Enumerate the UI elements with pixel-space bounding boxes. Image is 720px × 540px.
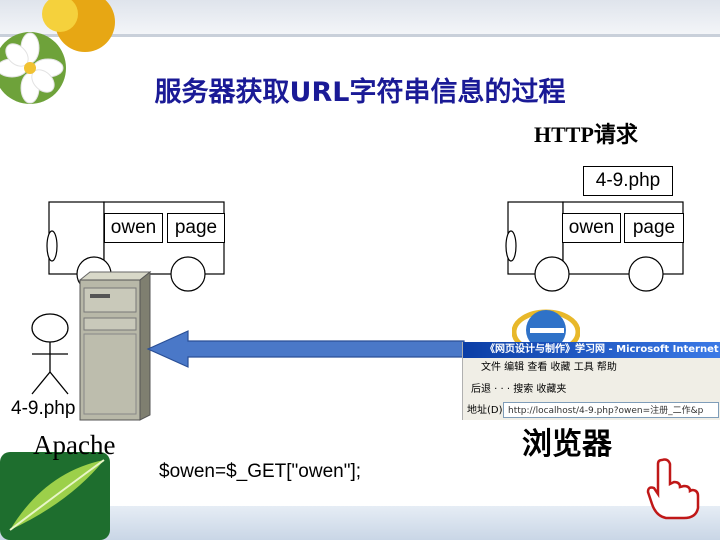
browser-address-input[interactable]: http://localhost/4-9.php?owen=注册_二作&p	[503, 402, 719, 418]
page-title: 服务器获取URL字符串信息的过程	[154, 77, 566, 108]
bottom-band	[0, 506, 720, 540]
browser-title-bar: 《网页设计与制作》学习网 - Microsoft Internet Ex	[463, 342, 720, 358]
browser-toolbar[interactable]: 后退 · · · 搜索 收藏夹	[471, 384, 567, 395]
left-packet-page: page	[167, 213, 225, 243]
server-label: Apache	[33, 430, 116, 460]
browser-label: 浏览器	[522, 427, 612, 462]
flower-decoration-image	[0, 0, 115, 104]
code-line: $owen=$_GET["owen"];	[159, 461, 362, 482]
browser-address-label: 地址(D)	[467, 405, 503, 416]
top-divider	[0, 34, 720, 37]
http-request-label: HTTP请求	[534, 122, 638, 147]
hand-cursor-icon	[646, 458, 700, 520]
server-tower-icon	[78, 270, 152, 421]
right-packet-page: page	[624, 213, 684, 243]
leaf-decoration-image	[0, 452, 110, 540]
right-packet-owen: owen	[562, 213, 621, 243]
browser-window: 《网页设计与制作》学习网 - Microsoft Internet Ex 文件 …	[462, 342, 720, 420]
server-file-label: 4-9.php	[11, 398, 76, 419]
left-packet-owen: owen	[104, 213, 163, 243]
browser-menu-bar[interactable]: 文件 编辑 查看 收藏 工具 帮助	[481, 362, 617, 373]
request-arrow-icon	[146, 330, 465, 368]
user-person-icon	[31, 313, 69, 395]
top-band	[0, 0, 720, 34]
request-file-label: 4-9.php	[583, 166, 673, 196]
